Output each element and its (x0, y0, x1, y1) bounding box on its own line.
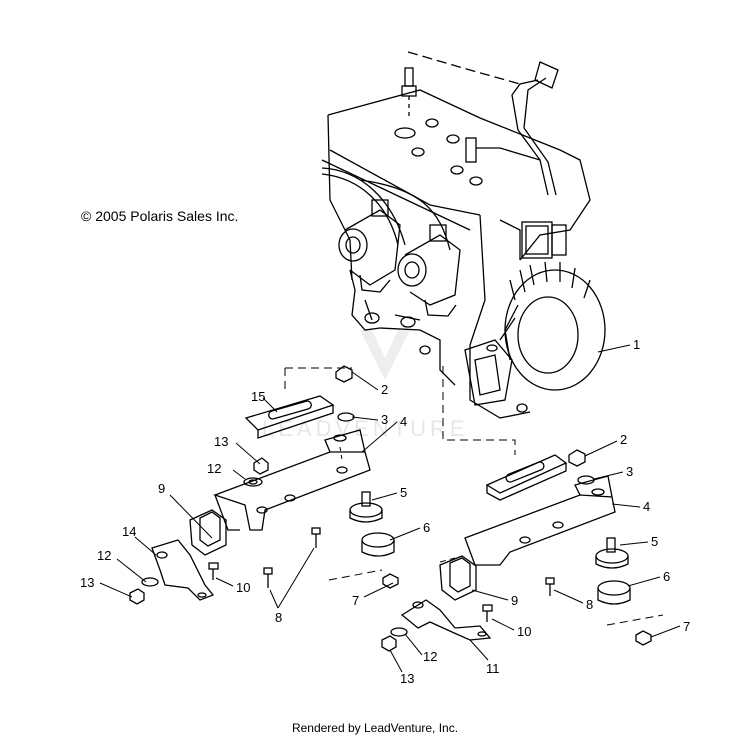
footer-credit: Rendered by LeadVenture, Inc. (291, 721, 459, 735)
callout-leaders (99, 344, 681, 673)
callout-2: 2 (381, 382, 388, 397)
copyright-notice: © 2005 Polaris Sales Inc. (81, 208, 239, 224)
callout-7: 7 (683, 619, 690, 634)
callout-numbers: 1 2 3 4 5 6 7 8 9 10 12 13 14 15 12 13 2… (80, 337, 690, 686)
callout-9: 9 (158, 481, 165, 496)
callout-5: 5 (400, 485, 407, 500)
callout-5: 5 (651, 534, 658, 549)
callout-13: 13 (80, 575, 94, 590)
callout-9: 9 (511, 593, 518, 608)
carburetor-left (338, 199, 401, 293)
callout-7: 7 (352, 593, 359, 608)
guide-lines (284, 366, 664, 626)
callout-12: 12 (207, 461, 221, 476)
callout-13: 13 (400, 671, 414, 686)
callout-13: 13 (214, 434, 228, 449)
callout-1: 1 (633, 337, 640, 352)
callout-10: 10 (517, 624, 531, 639)
engine-assembly (321, 51, 606, 419)
callout-8: 8 (586, 597, 593, 612)
right-mount-group (381, 449, 652, 652)
callout-10: 10 (236, 580, 250, 595)
watermark-text: LEADVENTURE (262, 416, 469, 441)
callout-6: 6 (423, 520, 430, 535)
callout-14: 14 (122, 524, 136, 539)
callout-12: 12 (423, 649, 437, 664)
callout-4: 4 (400, 414, 407, 429)
callout-4: 4 (643, 499, 650, 514)
callout-3: 3 (626, 464, 633, 479)
left-mount-group (129, 365, 399, 605)
callout-6: 6 (663, 569, 670, 584)
callout-8: 8 (275, 610, 282, 625)
callout-2: 2 (620, 432, 627, 447)
callout-15: 15 (251, 389, 265, 404)
callout-12: 12 (97, 548, 111, 563)
watermark-logo: LEADVENTURE (262, 330, 469, 441)
carburetor-right (397, 224, 461, 317)
callout-11: 11 (486, 661, 500, 676)
callout-3: 3 (381, 412, 388, 427)
